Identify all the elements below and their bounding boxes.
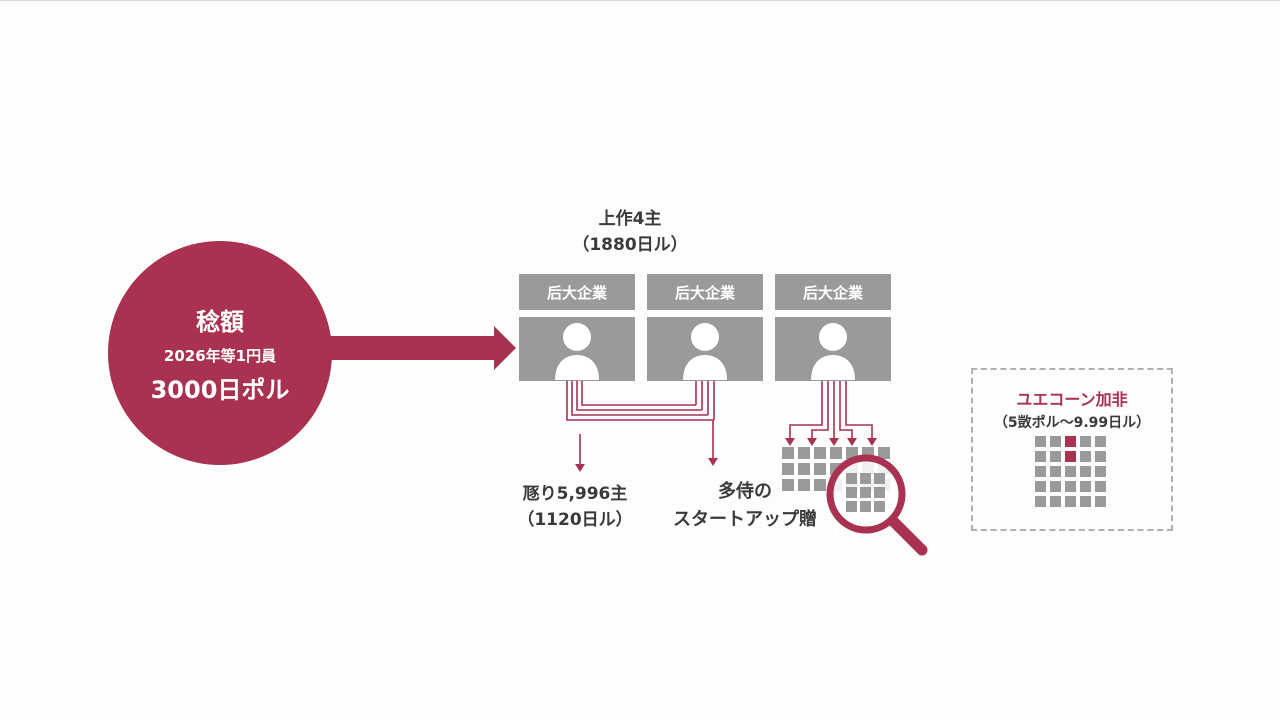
remaining-line1: 豗り5,996主: [522, 484, 628, 504]
grid-square: [814, 463, 826, 475]
grid-square: [1050, 481, 1061, 492]
grid-square: [830, 447, 842, 459]
grid-square: [1080, 451, 1091, 462]
top-group-line2: （1880日ル）: [572, 235, 688, 255]
magnified-grid: [846, 473, 885, 512]
person-icon: [555, 323, 599, 380]
grid-square: [874, 473, 885, 484]
grid-square: [874, 501, 885, 512]
startups-line1: 多侍の: [718, 481, 772, 502]
grid-square: [814, 479, 826, 491]
grid-square: [1080, 481, 1091, 492]
grid-square: [846, 473, 857, 484]
unicorn-box: ユエコーン加非 （5敳ポル～9.99日ル）: [971, 368, 1173, 531]
grid-square: [798, 463, 810, 475]
grid-square: [814, 447, 826, 459]
fanout-connectors: [789, 380, 873, 438]
grid-square: [1035, 496, 1046, 507]
grid-square: [1065, 496, 1076, 507]
unicorn-title: ユエコーン加非: [1016, 390, 1128, 409]
grid-square: [1050, 466, 1061, 477]
grid-square: [1080, 466, 1091, 477]
grid-square: [846, 447, 858, 459]
grid-square: [1080, 436, 1091, 447]
total-amount: 3000日ポル: [150, 375, 290, 404]
grid-square: [846, 501, 857, 512]
grid-square: [846, 487, 857, 498]
grid-square: [860, 487, 871, 498]
company-label-3: 后大企業: [775, 274, 891, 310]
grid-square: [1050, 436, 1061, 447]
main-arrow-shaft: [326, 336, 494, 360]
grid-square: [1050, 451, 1061, 462]
unicorn-grid: [1035, 436, 1106, 507]
magnifier-icon: [826, 454, 928, 556]
grid-square: [1065, 451, 1076, 462]
grid-square: [1095, 466, 1106, 477]
grid-square: [782, 447, 794, 459]
grid-square: [1035, 436, 1046, 447]
company-box-3: [775, 317, 891, 381]
startup-arrow-head: [708, 458, 718, 466]
total-circle: 稔額 2026年等1円員 3000日ポル: [108, 241, 332, 465]
company-box-1: [519, 317, 635, 381]
main-arrow-head: [494, 326, 516, 370]
grid-square: [1080, 496, 1091, 507]
grid-square: [1095, 451, 1106, 462]
grid-square: [1065, 466, 1076, 477]
grid-square: [1095, 481, 1106, 492]
grid-square: [874, 487, 885, 498]
company-label-2: 后大企業: [647, 274, 763, 310]
remaining-label: 豗り5,996主 （1120日ル）: [510, 481, 640, 533]
grid-square: [1095, 436, 1106, 447]
grid-square: [878, 447, 890, 459]
startups-line2: スタートアップ贈: [673, 509, 817, 530]
grid-square: [1035, 466, 1046, 477]
grid-square: [798, 447, 810, 459]
company-label-1: 后大企業: [519, 274, 635, 310]
grid-square: [1065, 481, 1076, 492]
total-line: 2026年等1円員: [163, 346, 277, 365]
grid-square: [782, 463, 794, 475]
grid-square: [1035, 481, 1046, 492]
top-rule: [0, 0, 1280, 1]
person-icon: [811, 323, 855, 380]
grid-square: [1050, 496, 1061, 507]
top-group-line1: 上作4主: [598, 209, 662, 229]
top-group-label: 上作4主 （1880日ル）: [560, 206, 700, 258]
grid-square: [1035, 451, 1046, 462]
grid-square: [798, 479, 810, 491]
grid-square: [782, 479, 794, 491]
grid-square: [1065, 436, 1076, 447]
grid-square: [860, 473, 871, 484]
remaining-arrow-head: [575, 464, 585, 472]
person-icon: [683, 323, 727, 380]
unicorn-range: （5敳ポル～9.99日ル）: [993, 415, 1151, 431]
remaining-line2: （1120日ル）: [517, 510, 633, 530]
fanout-arrow-heads: [785, 438, 877, 446]
total-title: 稔額: [196, 307, 244, 336]
company-box-2: [647, 317, 763, 381]
remaining-connectors: [566, 380, 715, 464]
startups-label: 多侍の スタートアップ贈: [655, 478, 835, 534]
grid-square: [860, 501, 871, 512]
grid-square: [1095, 496, 1106, 507]
